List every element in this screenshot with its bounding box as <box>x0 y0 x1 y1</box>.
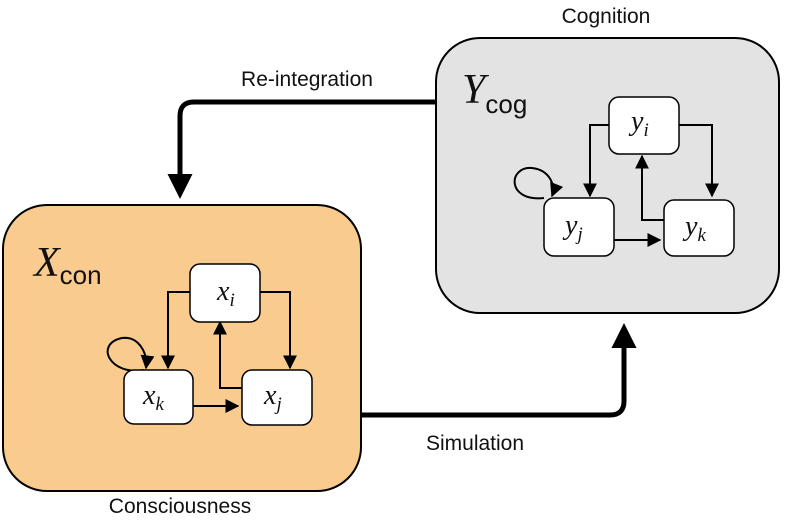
edge-yk-yi <box>635 154 664 221</box>
consciousness-graph: xi xk xj <box>106 263 313 426</box>
node-yi-label: yi <box>628 106 649 141</box>
cognition-label: Cognition <box>562 5 651 28</box>
node-xi <box>189 263 261 323</box>
consciousness-label: Consciousness <box>109 495 251 518</box>
node-yi <box>608 96 680 155</box>
edge-yj-self-loop <box>513 166 564 200</box>
reintegration-arrow <box>167 99 436 199</box>
cognition-title: Ycog <box>462 67 527 119</box>
edge-xi-xj <box>260 291 297 370</box>
node-xj-label: xj <box>263 380 282 415</box>
node-yk-label: yk <box>682 211 706 246</box>
simulation-label: Simulation <box>426 432 524 455</box>
simulation-arrow <box>361 323 637 418</box>
edge-yi-yk <box>679 124 719 198</box>
node-yj <box>543 197 615 257</box>
node-yk <box>663 199 735 257</box>
edge-xi-xk <box>161 291 190 370</box>
edge-xk-self-loop <box>106 336 155 372</box>
node-xj <box>241 369 313 426</box>
node-xi-label: xi <box>216 276 235 311</box>
edge-yi-yj <box>583 124 609 198</box>
consciousness-title: Xcon <box>32 240 102 290</box>
node-xk-label: xk <box>142 380 164 415</box>
reintegration-label: Re-integration <box>241 68 373 91</box>
node-yj-label: yj <box>562 210 583 245</box>
edge-xj-xi <box>213 320 242 389</box>
cognition-box <box>435 37 780 314</box>
node-xk <box>123 369 194 425</box>
cognition-graph: yi yj yk <box>513 96 735 257</box>
